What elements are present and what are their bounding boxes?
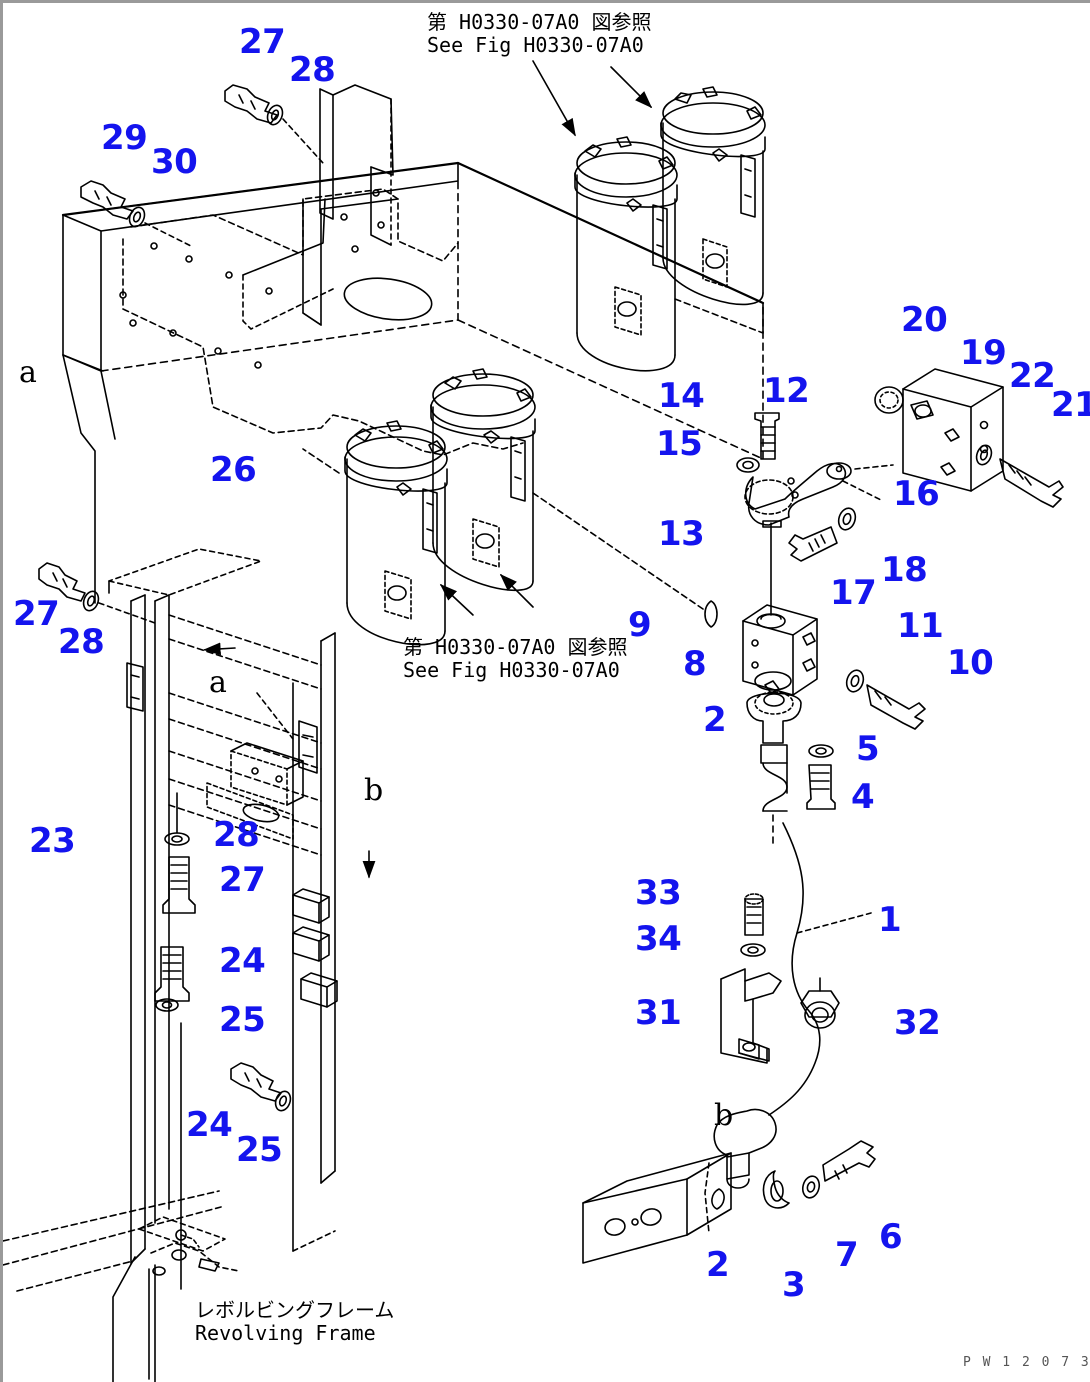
callout-number-25[interactable]: 25: [219, 1000, 266, 1040]
callout-number-11[interactable]: 11: [897, 606, 944, 646]
callout-number-25[interactable]: 25: [236, 1130, 283, 1170]
callout-number-13[interactable]: 13: [658, 514, 705, 554]
callout-number-20[interactable]: 20: [901, 300, 948, 340]
callout-number-2[interactable]: 2: [706, 1245, 730, 1285]
callout-number-9[interactable]: 9: [628, 605, 652, 645]
callout-number-24[interactable]: 24: [186, 1105, 233, 1145]
reference-note-jp: 第 H0330-07A0 図参照: [427, 10, 652, 34]
callout-number-7[interactable]: 7: [835, 1235, 859, 1275]
section-marker-marker-a-frame: a: [209, 665, 227, 700]
callout-number-28[interactable]: 28: [213, 815, 260, 855]
callout-number-31[interactable]: 31: [635, 993, 682, 1033]
callout-number-18[interactable]: 18: [881, 550, 928, 590]
caption-en: Revolving Frame: [195, 1321, 376, 1345]
callout-layer: 2728293026201922211412151613181798111025…: [3, 3, 1090, 1382]
reference-note-en: See Fig H0330-07A0: [427, 33, 644, 57]
callout-number-34[interactable]: 34: [635, 919, 682, 959]
caption-jp: レボルビングフレーム: [195, 1298, 395, 1322]
reference-note-jp: 第 H0330-07A0 図参照: [403, 635, 628, 659]
left-frame-fasteners: [38, 562, 292, 1112]
hose-fitting-assembly: [746, 671, 836, 844]
valve-body-19: [874, 368, 1064, 508]
revolving-frame-bottom: [3, 1190, 240, 1382]
callout-number-10[interactable]: 10: [947, 643, 994, 683]
section-marker-marker-b-lower: b: [714, 1098, 734, 1133]
top-fasteners: [80, 84, 324, 248]
hose-1: [768, 822, 872, 1116]
callout-number-29[interactable]: 29: [101, 118, 148, 158]
technical-drawing-artboard: [3, 60, 1064, 1382]
callout-number-27[interactable]: 27: [13, 594, 60, 634]
callout-number-3[interactable]: 3: [782, 1265, 806, 1305]
bolt-17-washer-18: [788, 507, 857, 562]
callout-number-4[interactable]: 4: [851, 777, 875, 817]
upper-filter-assembly: [532, 60, 766, 372]
callout-number-27[interactable]: 27: [239, 22, 286, 62]
callout-number-33[interactable]: 33: [635, 873, 682, 913]
callout-number-8[interactable]: 8: [683, 644, 707, 684]
callout-number-23[interactable]: 23: [29, 821, 76, 861]
watermark-code: P W 1 2 0 7 3: [963, 1355, 1090, 1370]
callout-number-15[interactable]: 15: [656, 424, 703, 464]
section-marker-marker-b-frame: b: [364, 773, 384, 808]
upper-deck-frame: [61, 84, 765, 604]
callout-number-32[interactable]: 32: [894, 1003, 941, 1043]
lower-fitting-group: [582, 1108, 876, 1264]
reference-note-en: See Fig H0330-07A0: [403, 658, 620, 682]
callout-number-24[interactable]: 24: [219, 941, 266, 981]
callout-number-22[interactable]: 22: [1009, 356, 1056, 396]
callout-number-17[interactable]: 17: [830, 573, 877, 613]
callout-number-1[interactable]: 1: [878, 900, 902, 940]
lower-filter-assembly: [302, 368, 704, 646]
callout-number-30[interactable]: 30: [151, 142, 198, 182]
left-vertical-frame: [108, 548, 376, 1290]
callout-number-12[interactable]: 12: [763, 371, 810, 411]
callout-number-28[interactable]: 28: [58, 622, 105, 662]
callout-number-16[interactable]: 16: [893, 474, 940, 514]
callout-number-26[interactable]: 26: [210, 450, 257, 490]
clamp-assembly: [720, 893, 840, 1064]
section-marker-marker-a-left: a: [19, 355, 37, 390]
callout-number-27[interactable]: 27: [219, 860, 266, 900]
callout-number-28[interactable]: 28: [289, 50, 336, 90]
elbow-joint-12: [736, 412, 894, 616]
drawing-geometry: [3, 60, 1064, 1382]
callout-number-2[interactable]: 2: [703, 700, 727, 740]
callout-number-19[interactable]: 19: [960, 333, 1007, 373]
callout-number-6[interactable]: 6: [879, 1217, 903, 1257]
callout-number-14[interactable]: 14: [658, 376, 705, 416]
callout-number-5[interactable]: 5: [856, 729, 880, 769]
valve-block-8: [704, 600, 926, 730]
callout-number-21[interactable]: 21: [1051, 385, 1090, 425]
